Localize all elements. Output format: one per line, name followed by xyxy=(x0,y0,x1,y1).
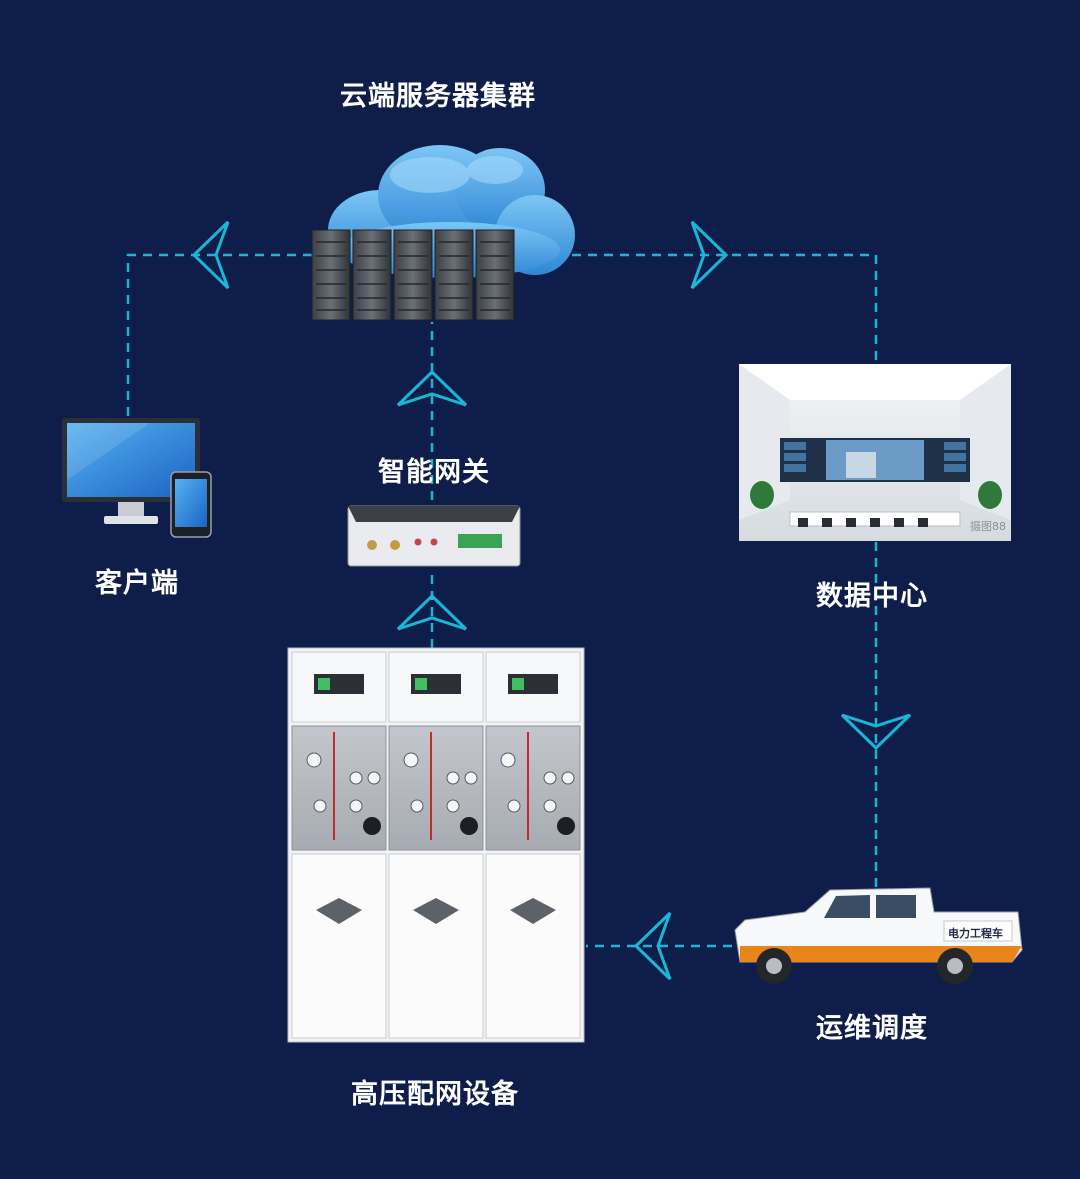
desktop-and-phone-icon xyxy=(62,418,212,538)
truck-door-text: 电力工程车 xyxy=(948,926,1003,940)
arrow-down-icon xyxy=(840,713,912,751)
flow-line-cloud-to-client xyxy=(126,253,312,418)
arrow-up-icon xyxy=(396,369,468,407)
smart-gateway-label: 智能网关 xyxy=(378,457,490,488)
switchgear-cabinet-icon xyxy=(287,647,585,1043)
data-center-label: 数据中心 xyxy=(816,581,928,612)
smart-gateway-icon xyxy=(347,505,521,567)
flow-arrows xyxy=(191,220,912,981)
hv-distribution-equipment-label: 高压配网设备 xyxy=(351,1079,519,1110)
ops-dispatch-label: 运维调度 xyxy=(816,1013,928,1044)
watermark-text: 摄图88 xyxy=(970,519,1006,533)
cloud-server-cluster-icon xyxy=(311,145,575,321)
arrow-left-icon xyxy=(191,220,230,290)
utility-truck-icon: 电力工程车 xyxy=(734,887,1023,984)
cloud-server-cluster-label: 云端服务器集群 xyxy=(340,81,536,112)
arrow-left-icon xyxy=(633,911,672,981)
flow-line-cloud-to-datacenter xyxy=(572,253,878,362)
arrow-up-icon xyxy=(396,593,468,631)
arrow-right-icon xyxy=(690,220,729,290)
client-label: 客户端 xyxy=(95,568,179,599)
control-room-icon: 摄图88 xyxy=(739,364,1011,541)
